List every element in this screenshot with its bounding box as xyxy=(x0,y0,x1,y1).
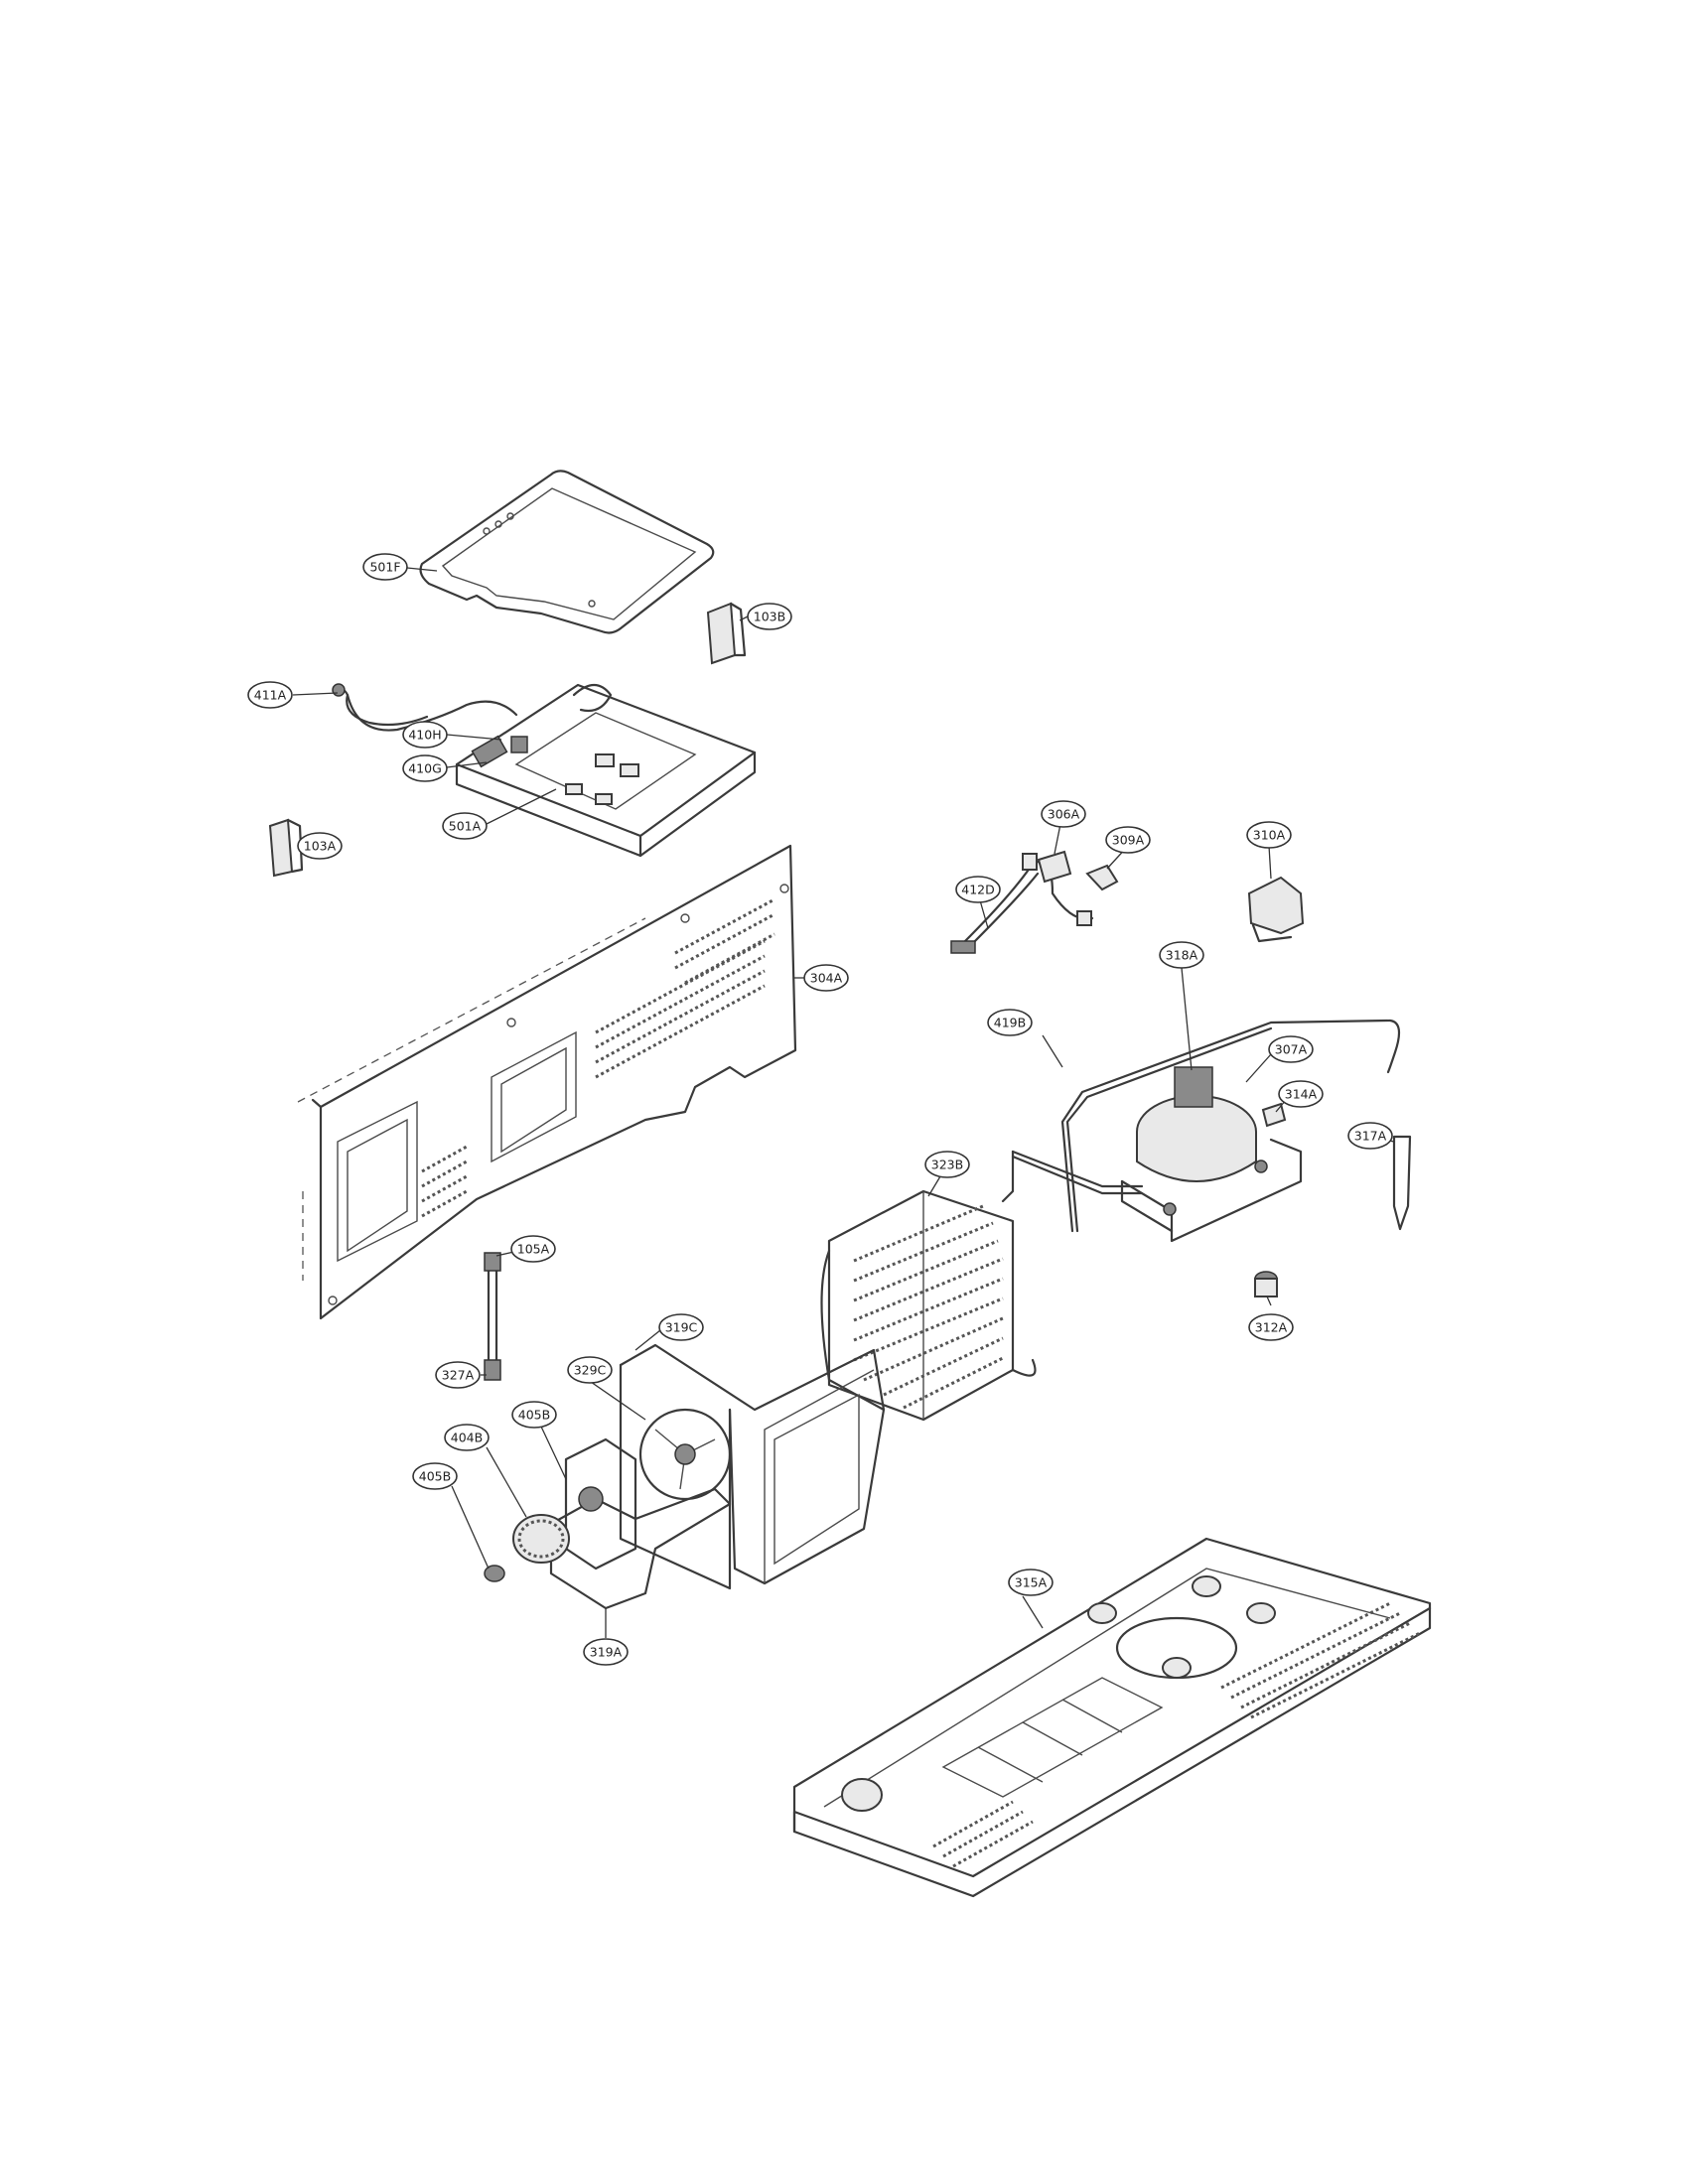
svg-text:304A: 304A xyxy=(810,971,843,986)
callout-327A: 327A xyxy=(435,1361,481,1389)
callout-304A: 304A xyxy=(803,964,849,992)
svg-text:317A: 317A xyxy=(1354,1129,1387,1144)
callout-319A: 319A xyxy=(583,1638,629,1666)
callout-314A: 314A xyxy=(1278,1080,1324,1108)
callout-411A: 411A xyxy=(247,681,293,709)
rear-panel-304A xyxy=(297,844,797,1320)
svg-text:501A: 501A xyxy=(449,819,482,834)
svg-text:323B: 323B xyxy=(931,1158,963,1172)
callout-317A: 317A xyxy=(1347,1122,1393,1150)
power-cord-411A xyxy=(332,683,518,732)
wire-harness-412D xyxy=(950,853,1094,954)
svg-text:314A: 314A xyxy=(1285,1087,1318,1102)
overload-310A xyxy=(1247,876,1305,943)
svg-text:103B: 103B xyxy=(754,610,785,624)
condenser-323B xyxy=(820,1189,1037,1422)
svg-text:411A: 411A xyxy=(254,688,287,703)
callout-309A: 309A xyxy=(1105,826,1151,854)
svg-text:309A: 309A xyxy=(1112,833,1145,848)
svg-text:405B: 405B xyxy=(518,1408,550,1423)
cover-plate-501F xyxy=(419,470,715,634)
callout-103A: 103A xyxy=(297,832,343,860)
callout-103B: 103B xyxy=(747,603,792,630)
svg-text:410H: 410H xyxy=(408,728,441,743)
callout-412D: 412D xyxy=(955,876,1001,903)
svg-text:404B: 404B xyxy=(451,1431,483,1445)
svg-text:312A: 312A xyxy=(1255,1320,1288,1335)
callout-410H: 410H xyxy=(402,721,448,749)
callout-310A: 310A xyxy=(1246,821,1292,849)
callout-319C: 319C xyxy=(658,1313,704,1341)
callout-315A: 315A xyxy=(1008,1569,1054,1596)
grommet-312A xyxy=(1254,1271,1278,1297)
callout-306A: 306A xyxy=(1041,800,1086,828)
drain-tube-105A xyxy=(484,1252,501,1381)
callout-labels: 501F 103B 411A 410H 410G 501A 103A 306A … xyxy=(247,553,1393,1666)
svg-text:419B: 419B xyxy=(994,1016,1026,1030)
svg-text:501F: 501F xyxy=(369,560,400,575)
clip-309A xyxy=(1085,864,1119,891)
svg-text:105A: 105A xyxy=(517,1242,550,1257)
svg-text:329C: 329C xyxy=(574,1363,607,1378)
svg-text:327A: 327A xyxy=(442,1368,475,1383)
svg-text:306A: 306A xyxy=(1048,807,1080,822)
control-board-501A xyxy=(455,683,757,858)
svg-text:307A: 307A xyxy=(1275,1042,1308,1057)
fan-shroud-319C xyxy=(619,1343,886,1590)
nut-405B xyxy=(484,1565,505,1582)
svg-text:410G: 410G xyxy=(408,761,442,776)
callout-312A: 312A xyxy=(1248,1313,1294,1341)
svg-text:412D: 412D xyxy=(961,883,994,897)
callout-419B: 419B xyxy=(987,1009,1033,1036)
callout-501F: 501F xyxy=(362,553,408,581)
callout-501A: 501A xyxy=(442,812,488,840)
callout-307A: 307A xyxy=(1268,1035,1314,1063)
compressor-tubing-419B xyxy=(1001,1019,1401,1233)
filter-drier-317A xyxy=(1392,1135,1412,1231)
callout-404B: 404B xyxy=(444,1424,490,1451)
callout-405B-lower: 405B xyxy=(412,1462,458,1490)
fan-motor-bracket-319A xyxy=(549,1437,732,1610)
svg-text:310A: 310A xyxy=(1253,828,1286,843)
svg-text:315A: 315A xyxy=(1015,1575,1048,1590)
svg-text:103A: 103A xyxy=(304,839,337,854)
svg-text:319C: 319C xyxy=(665,1320,698,1335)
relay-306A xyxy=(1037,850,1072,884)
bracket-103B xyxy=(706,602,747,665)
svg-text:318A: 318A xyxy=(1166,948,1198,963)
svg-text:405B: 405B xyxy=(419,1469,451,1484)
compressor-307A xyxy=(1120,1066,1303,1243)
callout-405B-upper: 405B xyxy=(511,1401,557,1429)
leader-lines xyxy=(292,567,1395,1638)
callout-323B: 323B xyxy=(924,1151,970,1178)
base-plate-315A xyxy=(792,1537,1432,1898)
svg-text:319A: 319A xyxy=(590,1645,623,1660)
fan-motor-404B xyxy=(512,1514,570,1564)
callout-318A: 318A xyxy=(1159,941,1204,969)
callout-410G: 410G xyxy=(402,754,448,782)
callout-329C: 329C xyxy=(567,1356,613,1384)
bracket-103A xyxy=(268,818,304,878)
callout-105A: 105A xyxy=(510,1235,556,1263)
